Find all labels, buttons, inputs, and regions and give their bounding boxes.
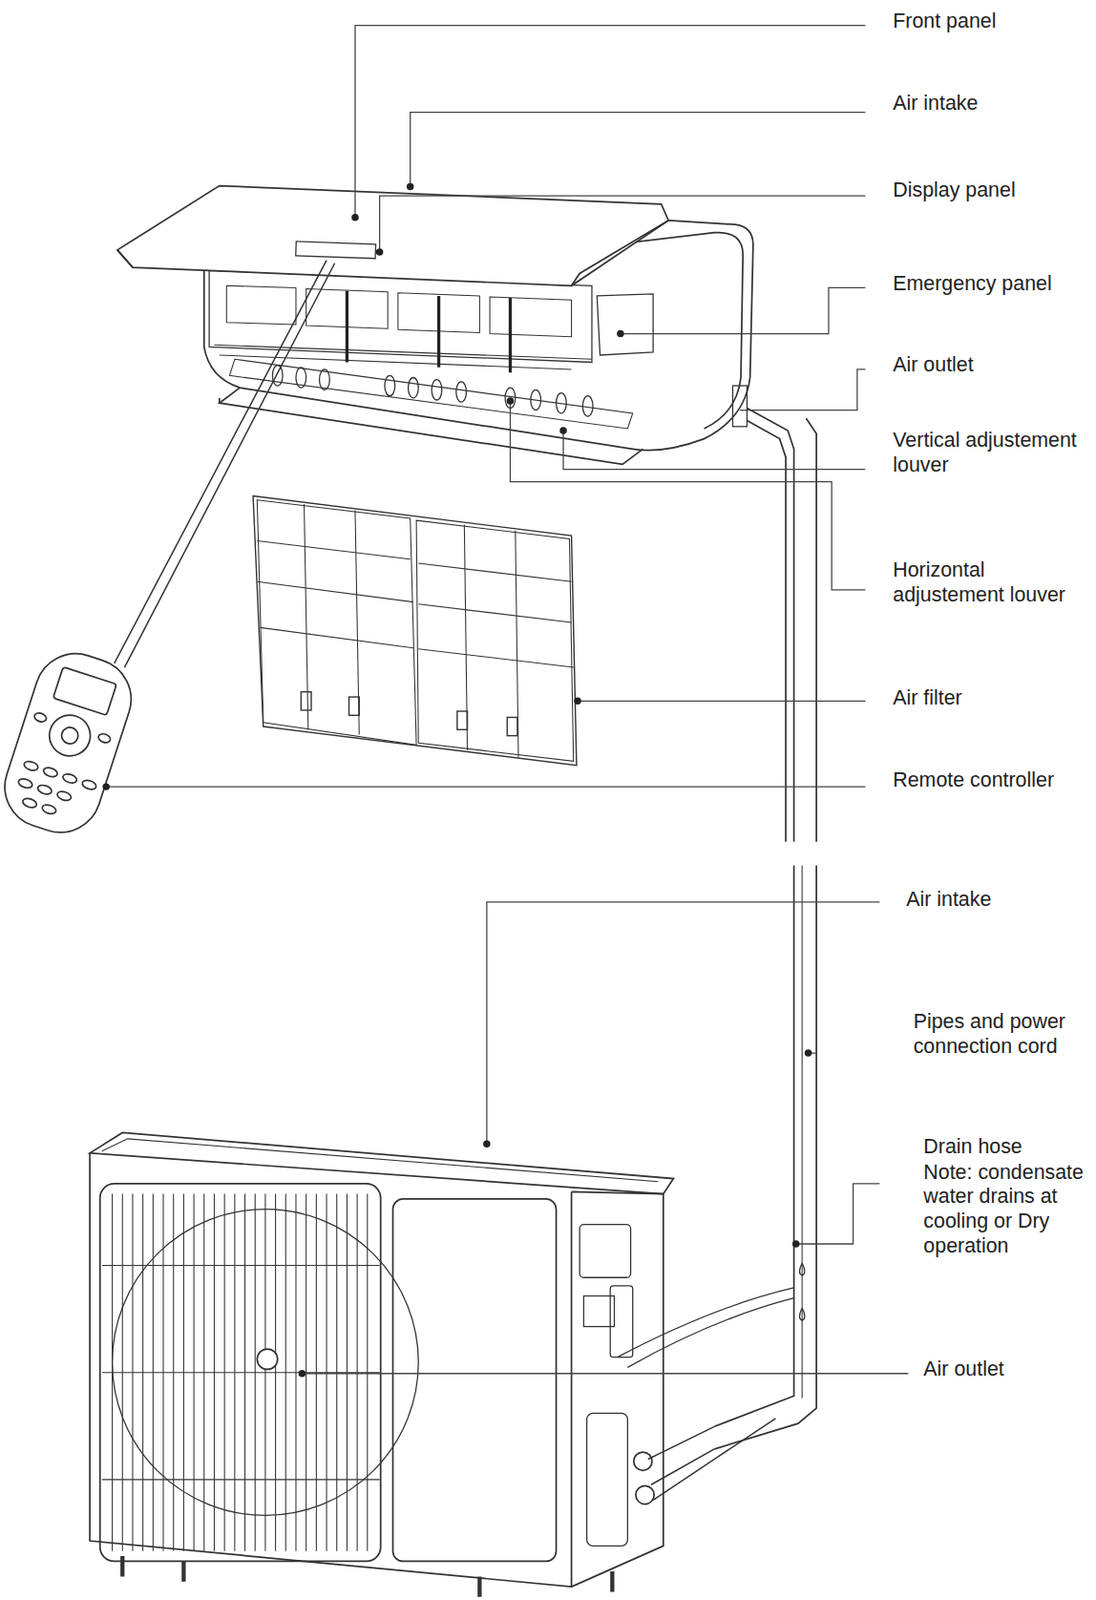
part-label: Vertical adjustement louver: [892, 427, 1082, 477]
part-label: Front panel: [892, 8, 1092, 34]
part-label: Remote controller: [892, 767, 1092, 793]
part-label: Horizontal adjustement louver: [892, 557, 1082, 607]
part-label: Air intake: [892, 90, 1092, 116]
part-label: Air intake: [906, 886, 1090, 912]
part-label: Note: condensate water drains at cooling…: [923, 1159, 1096, 1258]
outdoor-unit: [89, 1132, 674, 1597]
part-label: Air outlet: [892, 352, 1092, 378]
pipes-and-cord: [617, 408, 817, 1501]
part-label: Pipes and power connection cord: [913, 1009, 1093, 1058]
part-label: Drain hose: [923, 1134, 1096, 1160]
leader-lines: [102, 25, 908, 1378]
part-label: Emergency panel: [892, 270, 1092, 296]
remote-controller-drawing: [0, 260, 336, 844]
part-label: Air filter: [892, 684, 1092, 710]
part-label: Air outlet: [923, 1356, 1092, 1382]
indoor-unit: [117, 186, 754, 465]
part-label: Display panel: [892, 177, 1092, 203]
air-filter-drawing: [252, 495, 577, 765]
